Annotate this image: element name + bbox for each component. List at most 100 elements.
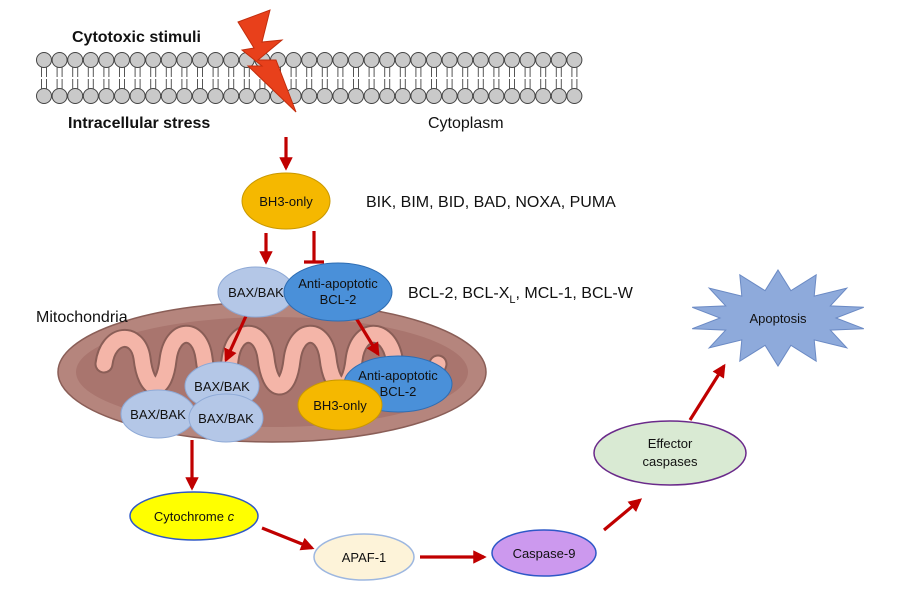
- lipid-head: [441, 88, 458, 104]
- lipid-head: [348, 88, 364, 104]
- lipid-head: [535, 88, 552, 104]
- arrow-caspase9-to-effector: [602, 498, 643, 532]
- svg-text:BCL-2: BCL-2: [320, 292, 357, 307]
- cytochrome-c-node: Cytochrome c: [129, 491, 259, 541]
- lipid-head: [114, 52, 130, 68]
- svg-text:caspases: caspases: [643, 454, 698, 469]
- lipid-head: [36, 52, 52, 68]
- lipid-head: [192, 52, 208, 68]
- lipid-head: [379, 52, 396, 68]
- lipid-head: [160, 88, 177, 104]
- lipid-head: [82, 88, 99, 104]
- svg-text:Apoptosis: Apoptosis: [749, 311, 807, 326]
- lipid-head: [457, 88, 474, 104]
- svg-text:BH3-only: BH3-only: [259, 194, 313, 209]
- lipid-head: [535, 52, 552, 68]
- lipid-head: [410, 52, 427, 68]
- lipid-head: [285, 52, 302, 68]
- lipid-head: [394, 52, 411, 68]
- lipid-head: [394, 88, 411, 104]
- intracellular-stress-label: Intracellular stress: [68, 115, 210, 132]
- lipid-head: [254, 88, 271, 104]
- lipid-head: [504, 52, 520, 68]
- lipid-head: [114, 88, 130, 104]
- lipid-head: [363, 88, 380, 104]
- lipid-bilayer-membrane: [36, 52, 583, 104]
- lipid-head: [316, 52, 333, 68]
- lipid-head: [316, 88, 333, 104]
- arrow-anti-to-mito-complex: [354, 317, 380, 357]
- lipid-head: [129, 52, 146, 68]
- svg-text:Caspase-9: Caspase-9: [513, 546, 576, 561]
- lipid-head: [488, 88, 505, 104]
- lipid-head: [332, 52, 349, 68]
- lipid-head: [332, 88, 349, 104]
- lipid-head: [379, 88, 396, 104]
- lipid-head: [192, 88, 208, 104]
- lipid-head: [363, 52, 380, 68]
- lipid-head: [550, 88, 567, 104]
- lipid-head: [457, 52, 474, 68]
- lipid-head: [145, 52, 162, 68]
- lipid-head: [176, 88, 193, 104]
- lipid-head: [472, 52, 489, 68]
- lipid-head: [301, 52, 318, 68]
- lipid-head: [223, 88, 240, 104]
- svg-text:BCL-2: BCL-2: [380, 384, 417, 399]
- lipid-head: [160, 52, 177, 68]
- lipid-head: [426, 52, 442, 68]
- svg-text:BAX/BAK: BAX/BAK: [228, 285, 284, 300]
- lipid-head: [348, 52, 364, 68]
- lipid-head: [301, 88, 318, 104]
- bh3-members-list: BIK, BIM, BID, BAD, NOXA, PUMA: [366, 194, 616, 211]
- lipid-head: [472, 88, 489, 104]
- mitochondria-label: Mitochondria: [36, 309, 128, 326]
- bcl2-members-list: BCL-2, BCL-XL, MCL-1, BCL-W: [408, 285, 634, 306]
- svg-text:Effector: Effector: [648, 436, 693, 451]
- lipid-head: [176, 52, 193, 68]
- lipid-head: [98, 88, 115, 104]
- cytotoxic-stimuli-label: Cytotoxic stimuli: [72, 29, 201, 46]
- lipid-head: [82, 52, 99, 68]
- lipid-head: [566, 88, 583, 104]
- svg-text:Anti-apoptotic: Anti-apoptotic: [298, 276, 378, 291]
- cytoplasm-label: Cytoplasm: [428, 115, 504, 132]
- arrow-effector-to-apoptosis: [688, 363, 726, 421]
- lightning-bolt-icon: [237, 9, 297, 113]
- lipid-head: [67, 88, 84, 104]
- lipid-head: [566, 52, 583, 68]
- bax-bak-cluster: BAX/BAK BAX/BAK BAX/BAK: [120, 361, 264, 443]
- lipid-head: [36, 88, 52, 104]
- lipid-head: [441, 52, 458, 68]
- lipid-head: [519, 88, 536, 104]
- svg-text:Cytochrome c: Cytochrome c: [154, 509, 235, 524]
- lipid-head: [550, 52, 567, 68]
- lipid-head: [129, 88, 146, 104]
- bh3-only-node-mito: BH3-only: [297, 379, 383, 431]
- svg-text:BAX/BAK: BAX/BAK: [198, 411, 254, 426]
- lipid-head: [51, 88, 68, 104]
- lipid-head: [207, 52, 224, 68]
- caspase9-node: Caspase-9: [491, 529, 597, 577]
- lipid-head: [519, 52, 536, 68]
- arrow-cytochrome-to-apaf1: [261, 526, 315, 551]
- svg-text:BH3-only: BH3-only: [313, 398, 367, 413]
- apaf1-node: APAF-1: [313, 533, 415, 581]
- bax-bak-node-top: BAX/BAK: [217, 266, 295, 318]
- svg-text:APAF-1: APAF-1: [342, 550, 387, 565]
- lipid-head: [238, 88, 255, 104]
- lipid-head: [426, 88, 442, 104]
- lipid-head: [145, 88, 162, 104]
- effector-caspases-node: Effector caspases: [593, 420, 747, 486]
- lipid-head: [98, 52, 115, 68]
- svg-text:Anti-apoptotic: Anti-apoptotic: [358, 368, 438, 383]
- lipid-head: [410, 88, 427, 104]
- lipid-head: [207, 88, 224, 104]
- anti-apoptotic-bcl2-node-top: Anti-apoptotic BCL-2: [283, 262, 393, 322]
- lipid-head: [504, 88, 520, 104]
- arrow-baxbak-to-cluster: [224, 315, 248, 363]
- lipid-head: [67, 52, 84, 68]
- lipid-head: [51, 52, 68, 68]
- lipid-head: [223, 52, 240, 68]
